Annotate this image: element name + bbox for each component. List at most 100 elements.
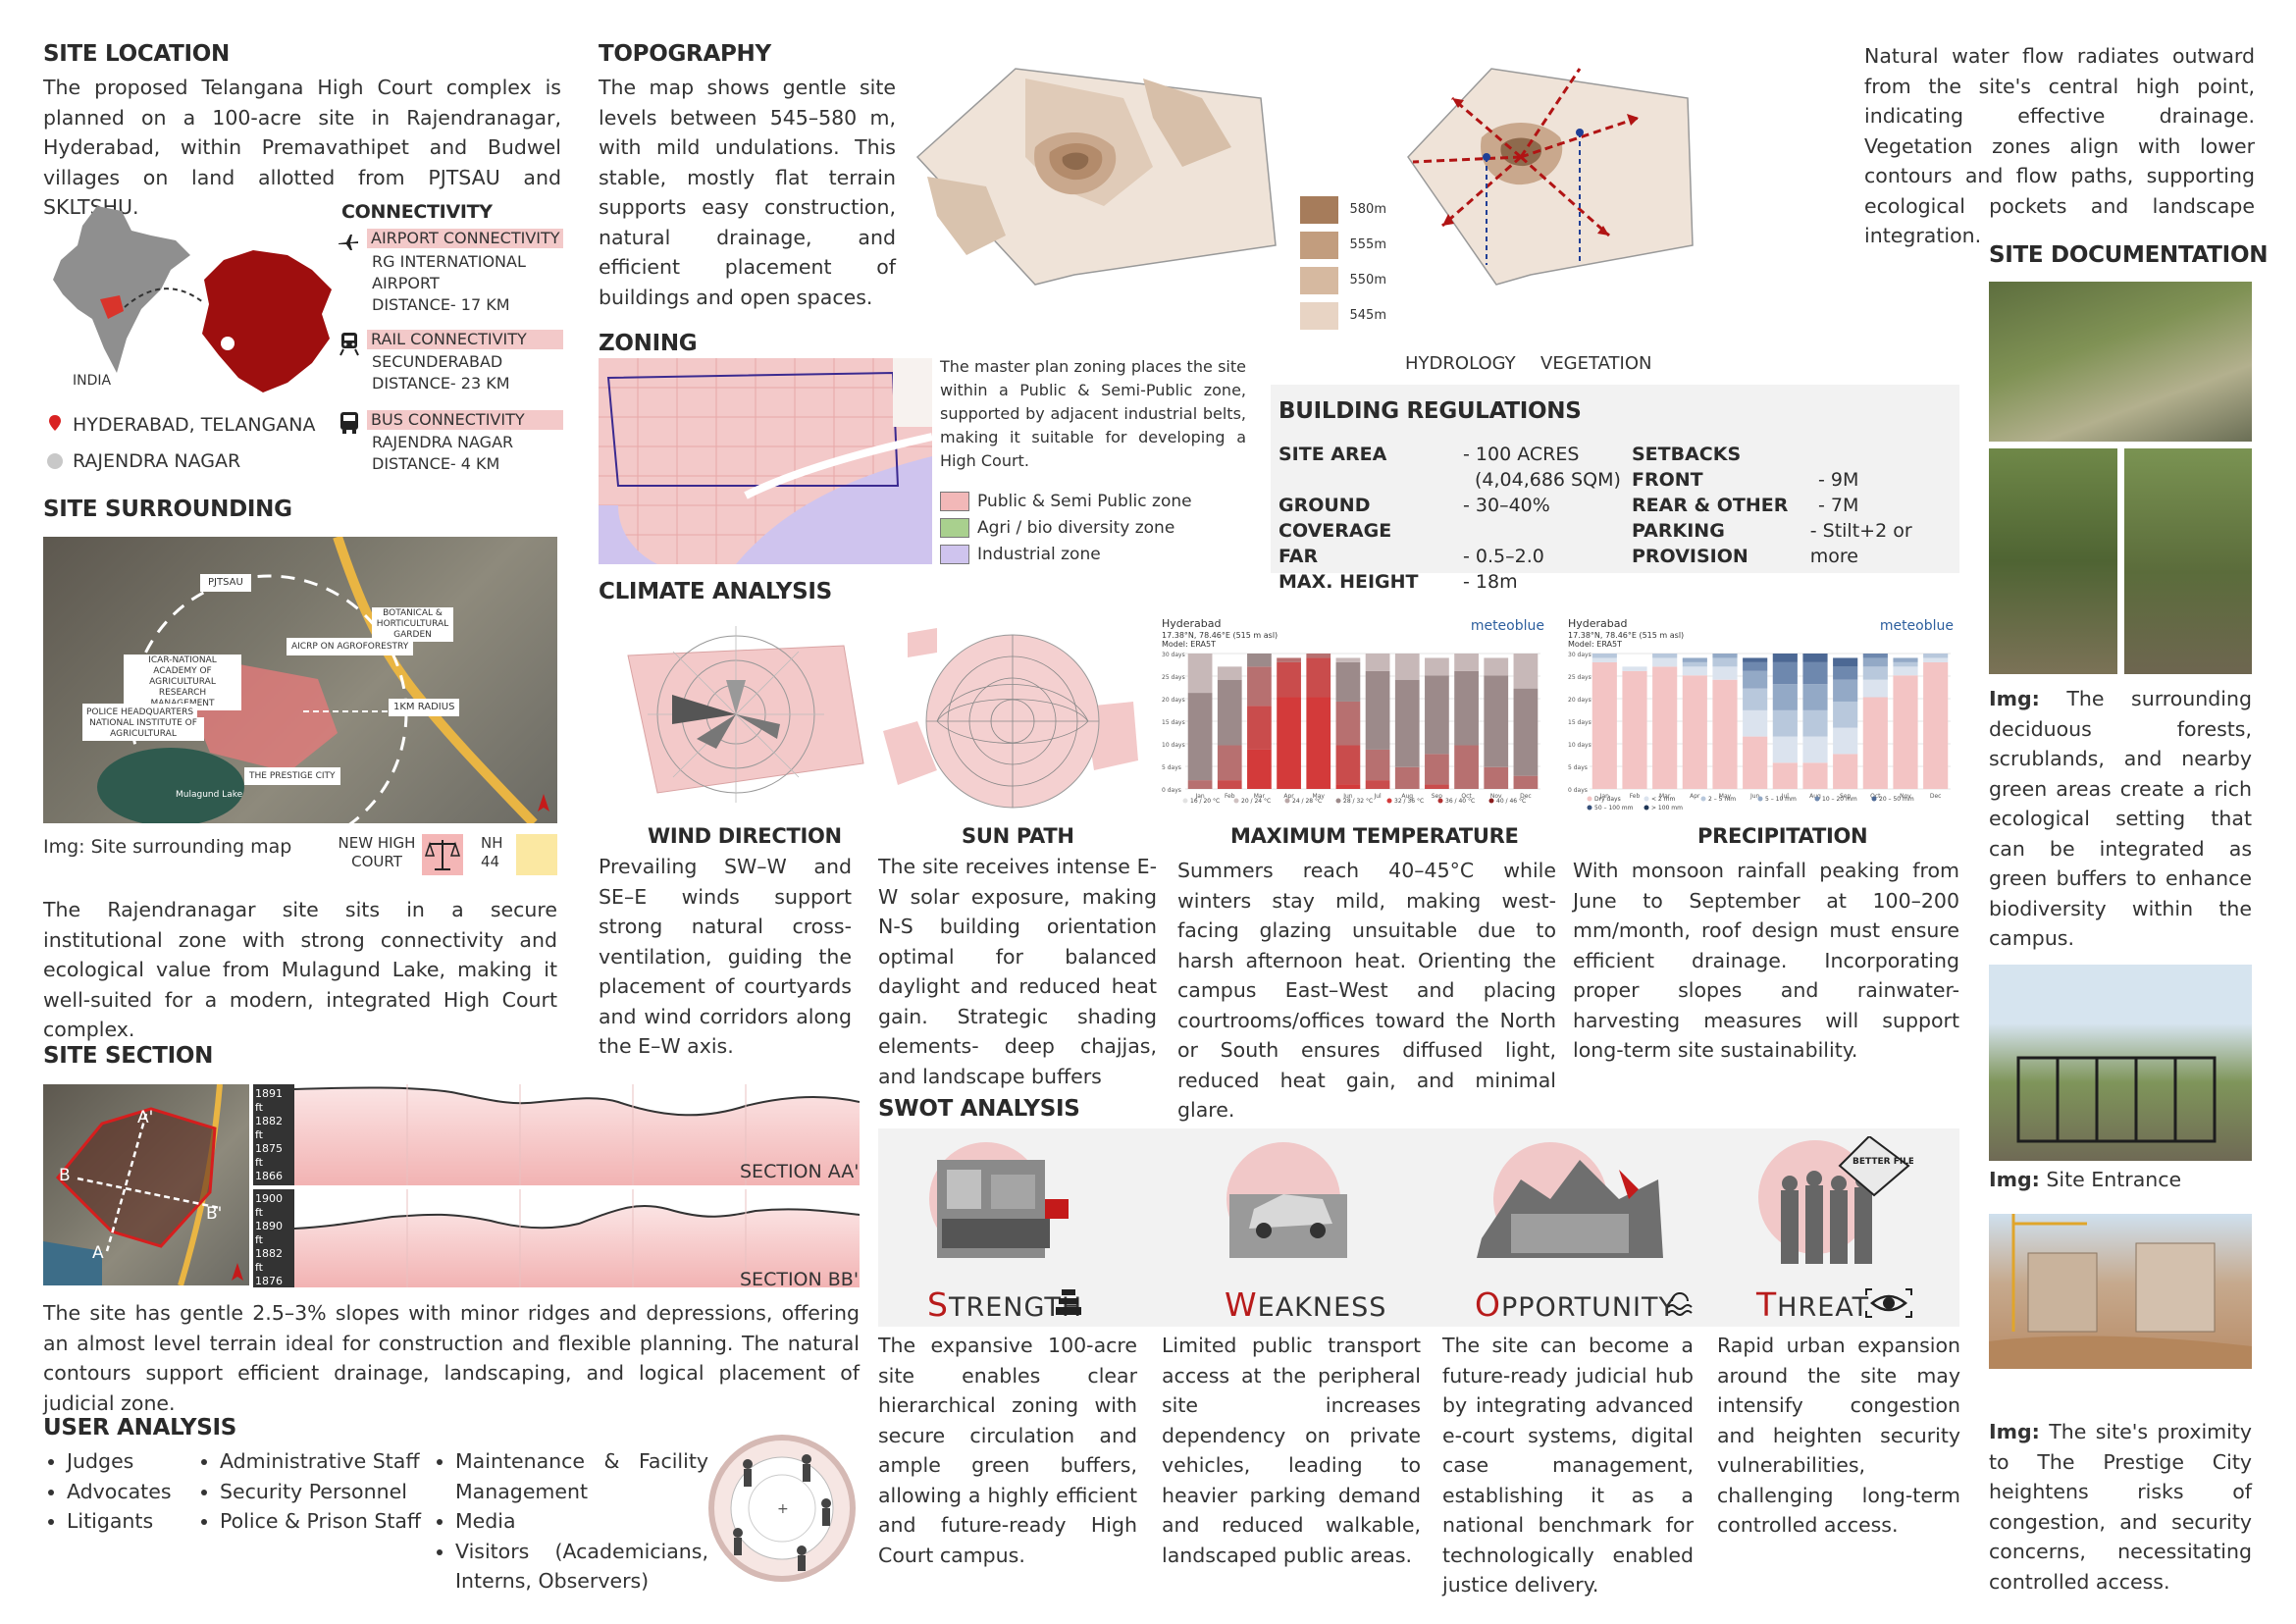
reg-key: GROUND COVERAGE xyxy=(1278,495,1392,542)
legend-label: 20 / 24 °C xyxy=(1241,798,1271,805)
caption-prefix: Img: xyxy=(1989,687,2040,710)
bar-segment xyxy=(1484,675,1509,767)
bar-segment xyxy=(1592,661,1617,789)
legend-dot xyxy=(1644,805,1649,811)
bar-segment xyxy=(1862,679,1888,698)
zone-label: Industrial zone xyxy=(977,545,1101,564)
photo-site-entrance xyxy=(1989,965,2252,1161)
bar-segment xyxy=(1772,654,1798,662)
bar-segment xyxy=(1652,666,1678,789)
bar-segment xyxy=(1862,654,1888,658)
reg-value: - Stilt+2 or more xyxy=(1809,520,1912,567)
bar-segment xyxy=(1425,784,1449,789)
bar-segment xyxy=(1743,670,1768,689)
topo-legend: 580m 555m 550m 545m xyxy=(1300,196,1386,330)
rail-detail: SECUNDERABAD DISTANCE- 23 KM xyxy=(372,351,510,394)
airplane-icon xyxy=(337,233,360,252)
month-label: Jul xyxy=(1781,793,1790,800)
month-label: Sep xyxy=(1840,793,1852,800)
bar-segment xyxy=(1833,666,1858,680)
airport-line3: DISTANCE- 17 KM xyxy=(372,295,510,314)
airport-title: AIRPORT CONNECTIVITY xyxy=(367,229,563,248)
legend-chip xyxy=(1300,302,1338,330)
legend-label: 555m xyxy=(1349,237,1386,252)
bar-segment xyxy=(1425,754,1449,785)
mark-b: B xyxy=(59,1166,71,1185)
hydrology-map xyxy=(1403,39,1697,294)
precip-station: Hyderabad xyxy=(1568,617,1628,630)
bar-segment xyxy=(1454,670,1479,746)
aa-tick-column: 1891 ft 1882 ft 1875 ft 1866 ft xyxy=(253,1084,294,1196)
zone-label: Public & Semi Public zone xyxy=(977,492,1192,511)
y-tick-label: 30 days xyxy=(1568,652,1592,658)
map-label-aicrp: AICRP ON AGROFORESTRY xyxy=(287,638,414,655)
bar-segment xyxy=(1743,736,1768,789)
regulations-right: SETBACKS FRONT- 9M REAR & OTHER- 7M PARK… xyxy=(1632,442,1959,569)
topography-map xyxy=(908,39,1280,294)
wind-rose xyxy=(599,616,873,812)
bar-segment xyxy=(1712,657,1738,667)
legend-dot xyxy=(1182,798,1188,804)
user-list-col2: Administrative Staff Security Personnel … xyxy=(196,1446,436,1537)
month-label: Jun xyxy=(1342,793,1353,800)
y-tick-label: 0 days xyxy=(1162,787,1181,794)
precip-text: With monsoon rainfall peaking from June … xyxy=(1573,859,1959,1062)
bar-segment xyxy=(1335,661,1361,702)
sun-text: The site receives intense E-W solar expo… xyxy=(878,855,1157,1088)
bar-segment xyxy=(1833,727,1858,755)
regulations-heading: BUILDING REGULATIONS xyxy=(1278,398,1582,424)
photo-forest-path xyxy=(1989,282,2252,442)
stack-icon xyxy=(1056,1287,1081,1317)
zoning-legend-row: Industrial zone xyxy=(940,542,1192,568)
month-label: Sep xyxy=(1432,793,1443,800)
site-location-text: The proposed Telangana High Court comple… xyxy=(43,76,561,219)
bar-segment xyxy=(1335,784,1361,789)
bus-line1: RAJENDRA NAGAR xyxy=(372,433,514,451)
zone-chip xyxy=(940,518,969,538)
aa-tick-0: 1891 ft xyxy=(255,1087,283,1114)
legend-row: 545m xyxy=(1300,302,1386,330)
y-tick-label: 25 days xyxy=(1162,674,1185,681)
bus-icon xyxy=(339,410,360,436)
bar-segment xyxy=(1187,654,1213,694)
hydro-label: HYDROLOGY xyxy=(1405,353,1516,374)
bar-segment xyxy=(1277,697,1301,789)
reg-value-2: (4,04,686 SQM) xyxy=(1475,469,1621,491)
legend-dot xyxy=(1284,798,1290,804)
user-list-col3: Maintenance & Facility Management Media … xyxy=(432,1446,708,1597)
bar-segment xyxy=(1425,675,1449,755)
weakness-collage xyxy=(1215,1140,1362,1278)
bar-segment xyxy=(1217,780,1242,789)
topography-text: The map shows gentle site levels between… xyxy=(599,76,896,309)
bar-segment xyxy=(1802,762,1828,789)
legend-dot xyxy=(1386,798,1392,804)
y-tick-label: 15 days xyxy=(1162,719,1185,726)
mark-b-prime: B' xyxy=(206,1204,223,1224)
legend-label: < 2 mm xyxy=(1651,796,1676,803)
bar-segment xyxy=(1772,684,1798,710)
bar-segment xyxy=(1335,701,1361,746)
rail-line1: SECUNDERABAD xyxy=(372,352,503,371)
month-label: Mar xyxy=(1254,793,1266,800)
legend-dot xyxy=(1488,798,1494,804)
telangana-map xyxy=(194,245,337,397)
bar-segment xyxy=(1277,657,1301,662)
section-bb-label: SECTION BB' xyxy=(740,1269,860,1290)
bb-tick-0: 1900 ft xyxy=(255,1192,283,1219)
bar-segment xyxy=(1217,679,1242,746)
user-analysis-heading: USER ANALYSIS xyxy=(43,1415,237,1441)
user-item: Security Personnel xyxy=(220,1477,436,1507)
precip-station-sub: 17.38°N, 78.46°E (515 m asl) xyxy=(1568,631,1685,640)
zoning-map xyxy=(599,358,932,564)
reg-key: FAR xyxy=(1278,546,1319,567)
bb-tick-1: 1890 ft xyxy=(255,1220,283,1246)
temperature-chart: Hyderabad 17.38°N, 78.46°E (515 m asl) M… xyxy=(1158,614,1550,816)
month-label: Jan xyxy=(1194,793,1204,800)
pin-icon xyxy=(49,415,61,431)
reg-value: - 18m xyxy=(1463,571,1518,593)
bar-segment xyxy=(1893,661,1918,667)
setbacks-heading: SETBACKS xyxy=(1632,442,1959,467)
bar-segment xyxy=(1652,654,1678,658)
bar-segment xyxy=(1335,657,1361,662)
